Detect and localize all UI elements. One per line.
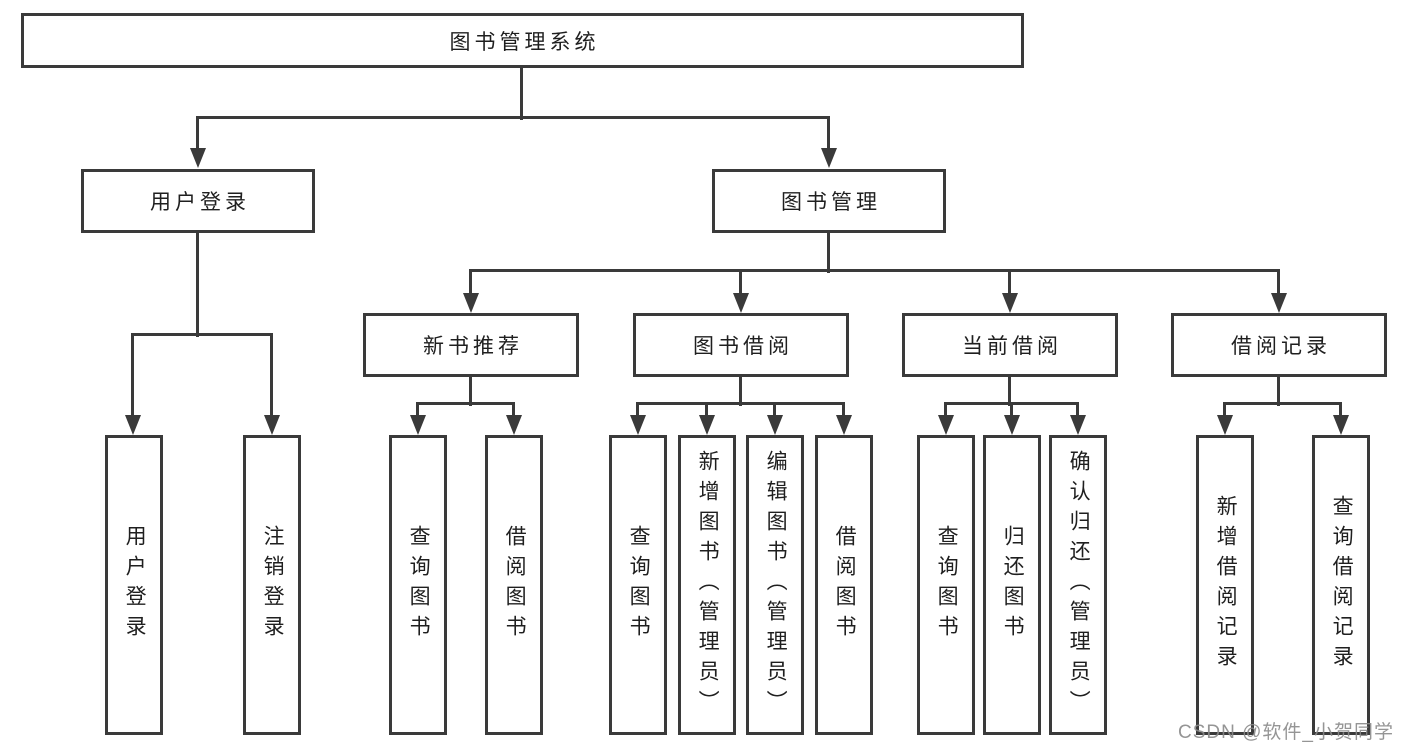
leaf-current-return-books-label: 归还图书 bbox=[1001, 525, 1025, 645]
node-borrow-records: 借阅记录 bbox=[1171, 313, 1387, 377]
leaf-recommend-borrow-books: 借阅图书 bbox=[485, 435, 543, 735]
node-book-borrowing: 图书借阅 bbox=[633, 313, 849, 377]
leaf-borrowing-query-books: 查询图书 bbox=[609, 435, 667, 735]
leaf-borrowing-edit-books: 编辑图书（管理员） bbox=[746, 435, 804, 735]
node-current-borrowing-label: 当前借阅 bbox=[962, 335, 1062, 358]
arrowhead-down bbox=[1217, 415, 1233, 435]
leaf-current-return-books: 归还图书 bbox=[983, 435, 1041, 735]
connector-line-vertical bbox=[196, 117, 199, 150]
arrowhead-down bbox=[190, 148, 206, 168]
leaf-user-login: 用户登录 bbox=[105, 435, 163, 735]
connector-line-vertical bbox=[1010, 403, 1013, 417]
leaf-records-add-record: 新增借阅记录 bbox=[1196, 435, 1254, 735]
connector-line-horizontal bbox=[636, 402, 845, 405]
connector-line-vertical bbox=[1008, 270, 1011, 295]
node-library-system: 图书管理系统 bbox=[21, 13, 1024, 68]
connector-line-vertical bbox=[512, 403, 515, 417]
connector-line-horizontal bbox=[944, 402, 1079, 405]
leaf-logout-label: 注销登录 bbox=[261, 525, 285, 645]
connector-line-vertical bbox=[842, 403, 845, 417]
node-borrow-records-label: 借阅记录 bbox=[1231, 335, 1331, 358]
leaf-recommend-borrow-books-label: 借阅图书 bbox=[503, 525, 527, 645]
arrowhead-down bbox=[463, 293, 479, 313]
connector-line-vertical bbox=[1223, 403, 1226, 417]
leaf-current-query-books-label: 查询图书 bbox=[935, 525, 959, 645]
arrowhead-down bbox=[1004, 415, 1020, 435]
connector-line-vertical bbox=[1339, 403, 1342, 417]
connector-line-vertical bbox=[520, 66, 523, 120]
connector-line-vertical bbox=[1277, 375, 1280, 406]
arrowhead-down bbox=[264, 415, 280, 435]
leaf-borrowing-query-books-label: 查询图书 bbox=[627, 525, 651, 645]
connector-line-vertical bbox=[131, 336, 134, 417]
arrowhead-down bbox=[699, 415, 715, 435]
arrowhead-down bbox=[1271, 293, 1287, 313]
arrowhead-down bbox=[733, 293, 749, 313]
arrowhead-down bbox=[767, 415, 783, 435]
connector-line-horizontal bbox=[1223, 402, 1342, 405]
connector-line-vertical bbox=[1008, 375, 1011, 406]
connector-line-vertical bbox=[1076, 403, 1079, 417]
node-book-management: 图书管理 bbox=[712, 169, 946, 233]
connector-line-vertical bbox=[1277, 270, 1280, 295]
connector-line-vertical bbox=[827, 231, 830, 273]
leaf-records-add-record-label: 新增借阅记录 bbox=[1214, 495, 1238, 675]
leaf-records-query-record: 查询借阅记录 bbox=[1312, 435, 1370, 735]
node-new-book-recommend-label: 新书推荐 bbox=[423, 335, 523, 358]
node-new-book-recommend: 新书推荐 bbox=[363, 313, 579, 377]
connector-line-vertical bbox=[636, 403, 639, 417]
leaf-borrowing-add-books: 新增图书（管理员） bbox=[678, 435, 736, 735]
arrowhead-down bbox=[506, 415, 522, 435]
watermark: CSDN @软件_小贺同学 bbox=[1178, 722, 1394, 743]
arrowhead-down bbox=[630, 415, 646, 435]
arrowhead-down bbox=[1002, 293, 1018, 313]
arrowhead-down bbox=[938, 415, 954, 435]
connector-line-vertical bbox=[416, 403, 419, 417]
leaf-borrowing-borrow-books: 借阅图书 bbox=[815, 435, 873, 735]
leaf-recommend-query-books: 查询图书 bbox=[389, 435, 447, 735]
arrowhead-down bbox=[125, 415, 141, 435]
arrowhead-down bbox=[821, 148, 837, 168]
connector-line-vertical bbox=[469, 270, 472, 295]
leaf-current-confirm-return-label: 确认归还（管理员） bbox=[1067, 450, 1091, 720]
connector-line-vertical bbox=[469, 375, 472, 406]
arrowhead-down bbox=[1070, 415, 1086, 435]
leaf-borrowing-edit-books-label: 编辑图书（管理员） bbox=[764, 450, 788, 720]
connector-line-vertical bbox=[944, 403, 947, 417]
connector-line-vertical bbox=[270, 336, 273, 417]
arrowhead-down bbox=[410, 415, 426, 435]
connector-line-horizontal bbox=[416, 402, 515, 405]
node-book-management-label: 图书管理 bbox=[781, 191, 881, 214]
connector-line-vertical bbox=[827, 117, 830, 150]
leaf-recommend-query-books-label: 查询图书 bbox=[407, 525, 431, 645]
connector-line-vertical bbox=[773, 403, 776, 417]
connector-line-vertical bbox=[739, 270, 742, 295]
node-current-borrowing: 当前借阅 bbox=[902, 313, 1118, 377]
node-user-login: 用户登录 bbox=[81, 169, 315, 233]
connector-line-horizontal bbox=[196, 116, 830, 119]
node-library-system-label: 图书管理系统 bbox=[449, 30, 600, 54]
leaf-records-query-record-label: 查询借阅记录 bbox=[1330, 495, 1354, 675]
leaf-borrowing-borrow-books-label: 借阅图书 bbox=[833, 525, 857, 645]
leaf-logout: 注销登录 bbox=[243, 435, 301, 735]
connector-line-vertical bbox=[196, 231, 199, 337]
leaf-borrowing-add-books-label: 新增图书（管理员） bbox=[696, 450, 720, 720]
connector-line-vertical bbox=[739, 375, 742, 406]
connector-line-vertical bbox=[705, 403, 708, 417]
node-book-borrowing-label: 图书借阅 bbox=[693, 335, 793, 358]
node-user-login-label: 用户登录 bbox=[150, 191, 250, 214]
connector-line-horizontal bbox=[469, 269, 1280, 272]
arrowhead-down bbox=[836, 415, 852, 435]
leaf-user-login-label: 用户登录 bbox=[123, 525, 147, 645]
leaf-current-query-books: 查询图书 bbox=[917, 435, 975, 735]
connector-line-horizontal bbox=[131, 333, 273, 336]
leaf-current-confirm-return: 确认归还（管理员） bbox=[1049, 435, 1107, 735]
arrowhead-down bbox=[1333, 415, 1349, 435]
